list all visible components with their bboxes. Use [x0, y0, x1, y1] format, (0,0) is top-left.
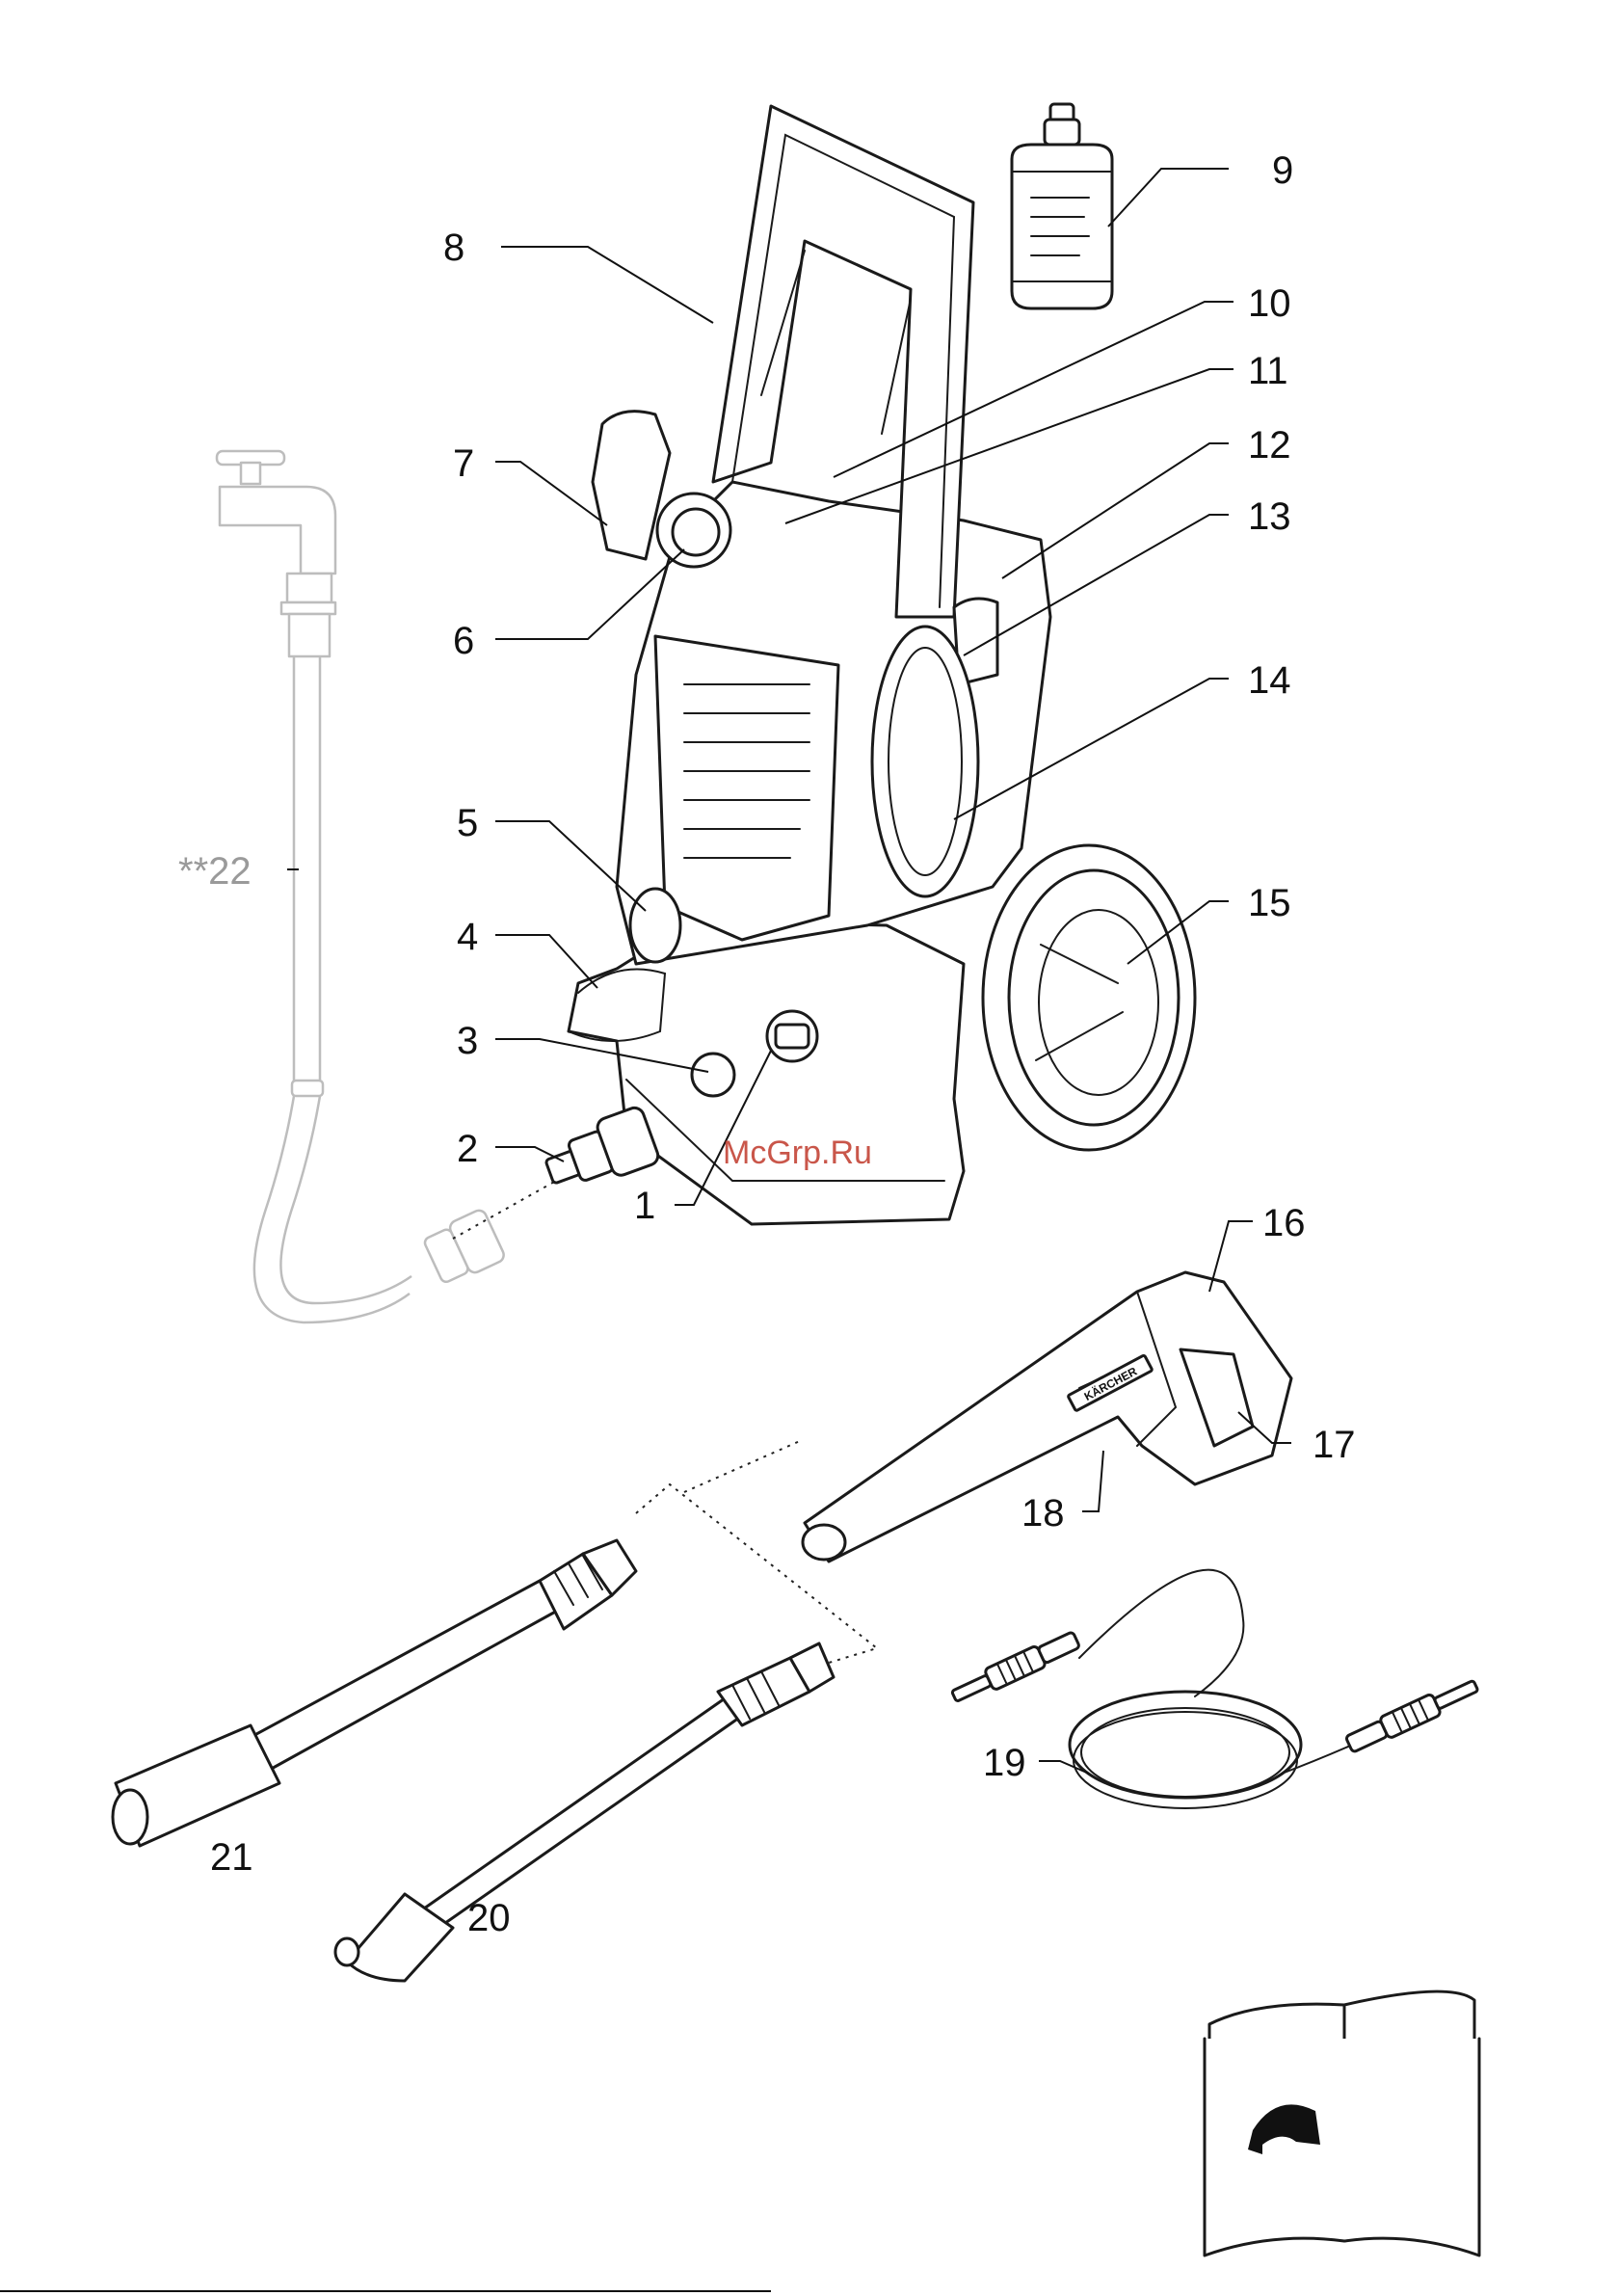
callout-14: 14 [1248, 659, 1291, 702]
callout-9: 9 [1272, 149, 1293, 192]
callout-17: 17 [1313, 1424, 1356, 1466]
callout-13: 13 [1248, 495, 1291, 538]
callout-7: 7 [453, 442, 474, 485]
callout-10: 10 [1248, 282, 1291, 325]
callout-1: 1 [634, 1185, 655, 1227]
callout-8: 8 [443, 227, 464, 269]
callout-19: 19 [983, 1742, 1026, 1784]
callout-2: 2 [457, 1128, 478, 1170]
high-pressure-hose [949, 1570, 1481, 1808]
callout-3: 3 [457, 1020, 478, 1062]
callout-20: 20 [467, 1897, 511, 1939]
callout-15: 15 [1248, 882, 1291, 924]
dirt-blaster-lance [335, 1643, 834, 1981]
garden-hose-ghost [217, 451, 506, 1322]
watermark: McGrp.Ru [723, 1135, 872, 1171]
callout-11: 11 [1248, 350, 1288, 392]
water-tap-icon [217, 451, 335, 656]
callout-22: **22 [178, 850, 252, 893]
callout-6: 6 [453, 620, 474, 662]
callout-18: 18 [1021, 1492, 1065, 1535]
vario-power-spray-lance [113, 1540, 636, 1846]
callout-5: 5 [457, 802, 478, 844]
callout-21: 21 [210, 1836, 253, 1879]
wheel [983, 845, 1195, 1150]
manual-page-turn-icon [1205, 1991, 1479, 2256]
detergent-bottle-icon [1012, 104, 1112, 308]
callout-12: 12 [1248, 424, 1291, 467]
callout-16: 16 [1262, 1202, 1306, 1244]
callout-4: 4 [457, 916, 478, 958]
